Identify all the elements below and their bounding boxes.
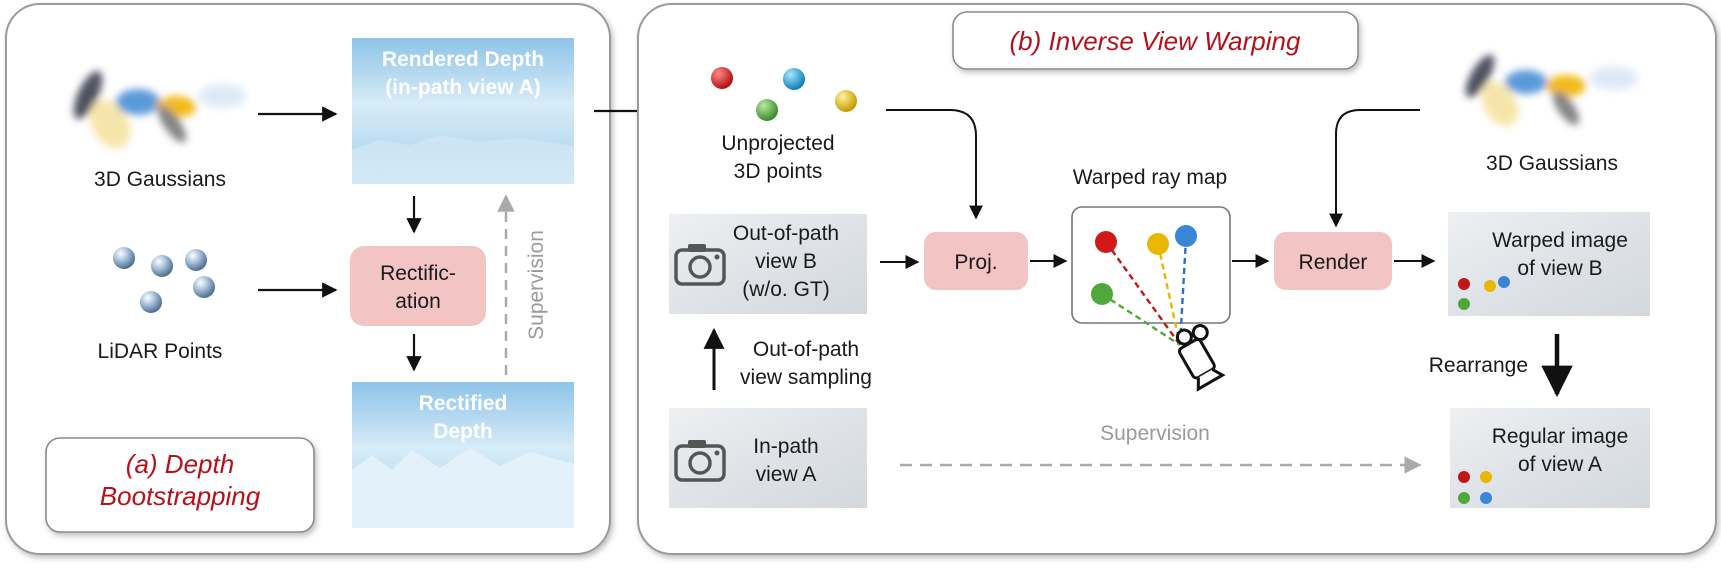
warped-image-view-b: Warped image of view B (1448, 212, 1650, 316)
rectification-label-1: Rectific- (380, 262, 456, 285)
proj-label: Proj. (954, 251, 997, 274)
gaussian-blobs-icon-b (1465, 54, 1638, 127)
render-label: Render (1299, 251, 1368, 274)
lidar-label: LiDAR Points (98, 340, 223, 363)
rendered-depth-image: Rendered Depth (in-path view A) (352, 38, 574, 184)
panel-a-title: (a) Depth Bootstrapping (45, 437, 315, 533)
rectification-label-2: ation (395, 290, 441, 313)
arrow-unprojected-to-proj (886, 109, 983, 220)
warped-ray-map (1071, 206, 1231, 347)
panel-a-title-2: Bootstrapping (100, 481, 261, 511)
warped-image-label-1: Warped image (1492, 229, 1628, 252)
lidar-spheres-icon (113, 247, 215, 313)
gaussians-label-b: 3D Gaussians (1486, 152, 1618, 175)
outpath-view-b-image: Out-of-path view B (w/o. GT) (669, 214, 867, 314)
camera-icon-2 (674, 440, 726, 482)
video-camera-icon (1175, 324, 1226, 392)
rendered-depth-title-2: (in-path view A) (385, 76, 541, 99)
render-module: Render (1274, 232, 1392, 290)
inpath-view-a-image: In-path view A (669, 408, 867, 508)
rearrange-label: Rearrange (1429, 354, 1528, 377)
regular-image-view-a: Regular image of view A (1450, 408, 1650, 508)
sampling-label-2: view sampling (740, 366, 872, 389)
gaussians-label-a: 3D Gaussians (94, 168, 226, 191)
arrow-gauss-to-render (1329, 109, 1420, 228)
regular-image-label-1: Regular image (1492, 425, 1629, 448)
supervision-label-a: Supervision (525, 230, 548, 340)
panel-b-title: (b) Inverse View Warping (952, 11, 1359, 70)
supervision-label-b: Supervision (1100, 422, 1210, 445)
regular-image-label-2: of view A (1518, 453, 1602, 476)
rectified-title-2: Depth (433, 420, 493, 443)
panel-b: (b) Inverse View Warping Unprojected 3D … (637, 3, 1717, 555)
inpath-label-1: In-path (753, 435, 818, 458)
panel-a: 3D Gaussians LiDAR Points Rendered Depth… (5, 3, 611, 555)
rendered-depth-title-1: Rendered Depth (382, 48, 544, 71)
panel-b-title-text: (b) Inverse View Warping (1010, 26, 1301, 56)
inpath-label-2: view A (756, 463, 817, 486)
camera-icon (674, 244, 726, 286)
unprojected-points-icon (711, 67, 857, 121)
rectification-module: Rectific- ation (350, 246, 486, 326)
sampling-label-1: Out-of-path (753, 338, 859, 361)
warped-ray-map-label: Warped ray map (1073, 166, 1227, 189)
unprojected-label-1: Unprojected (721, 132, 834, 155)
outpath-label-1: Out-of-path (733, 222, 839, 245)
proj-module: Proj. (924, 232, 1028, 290)
warped-image-label-2: of view B (1517, 257, 1602, 280)
gaussian-blobs-icon (73, 71, 246, 149)
rectified-depth-image: Rectified Depth (352, 382, 574, 528)
rectified-title-1: Rectified (419, 392, 508, 415)
panel-a-title-1: (a) Depth (126, 449, 234, 479)
outpath-label-3: (w/o. GT) (742, 278, 830, 301)
outpath-label-2: view B (755, 250, 817, 273)
unprojected-label-2: 3D points (734, 160, 823, 183)
